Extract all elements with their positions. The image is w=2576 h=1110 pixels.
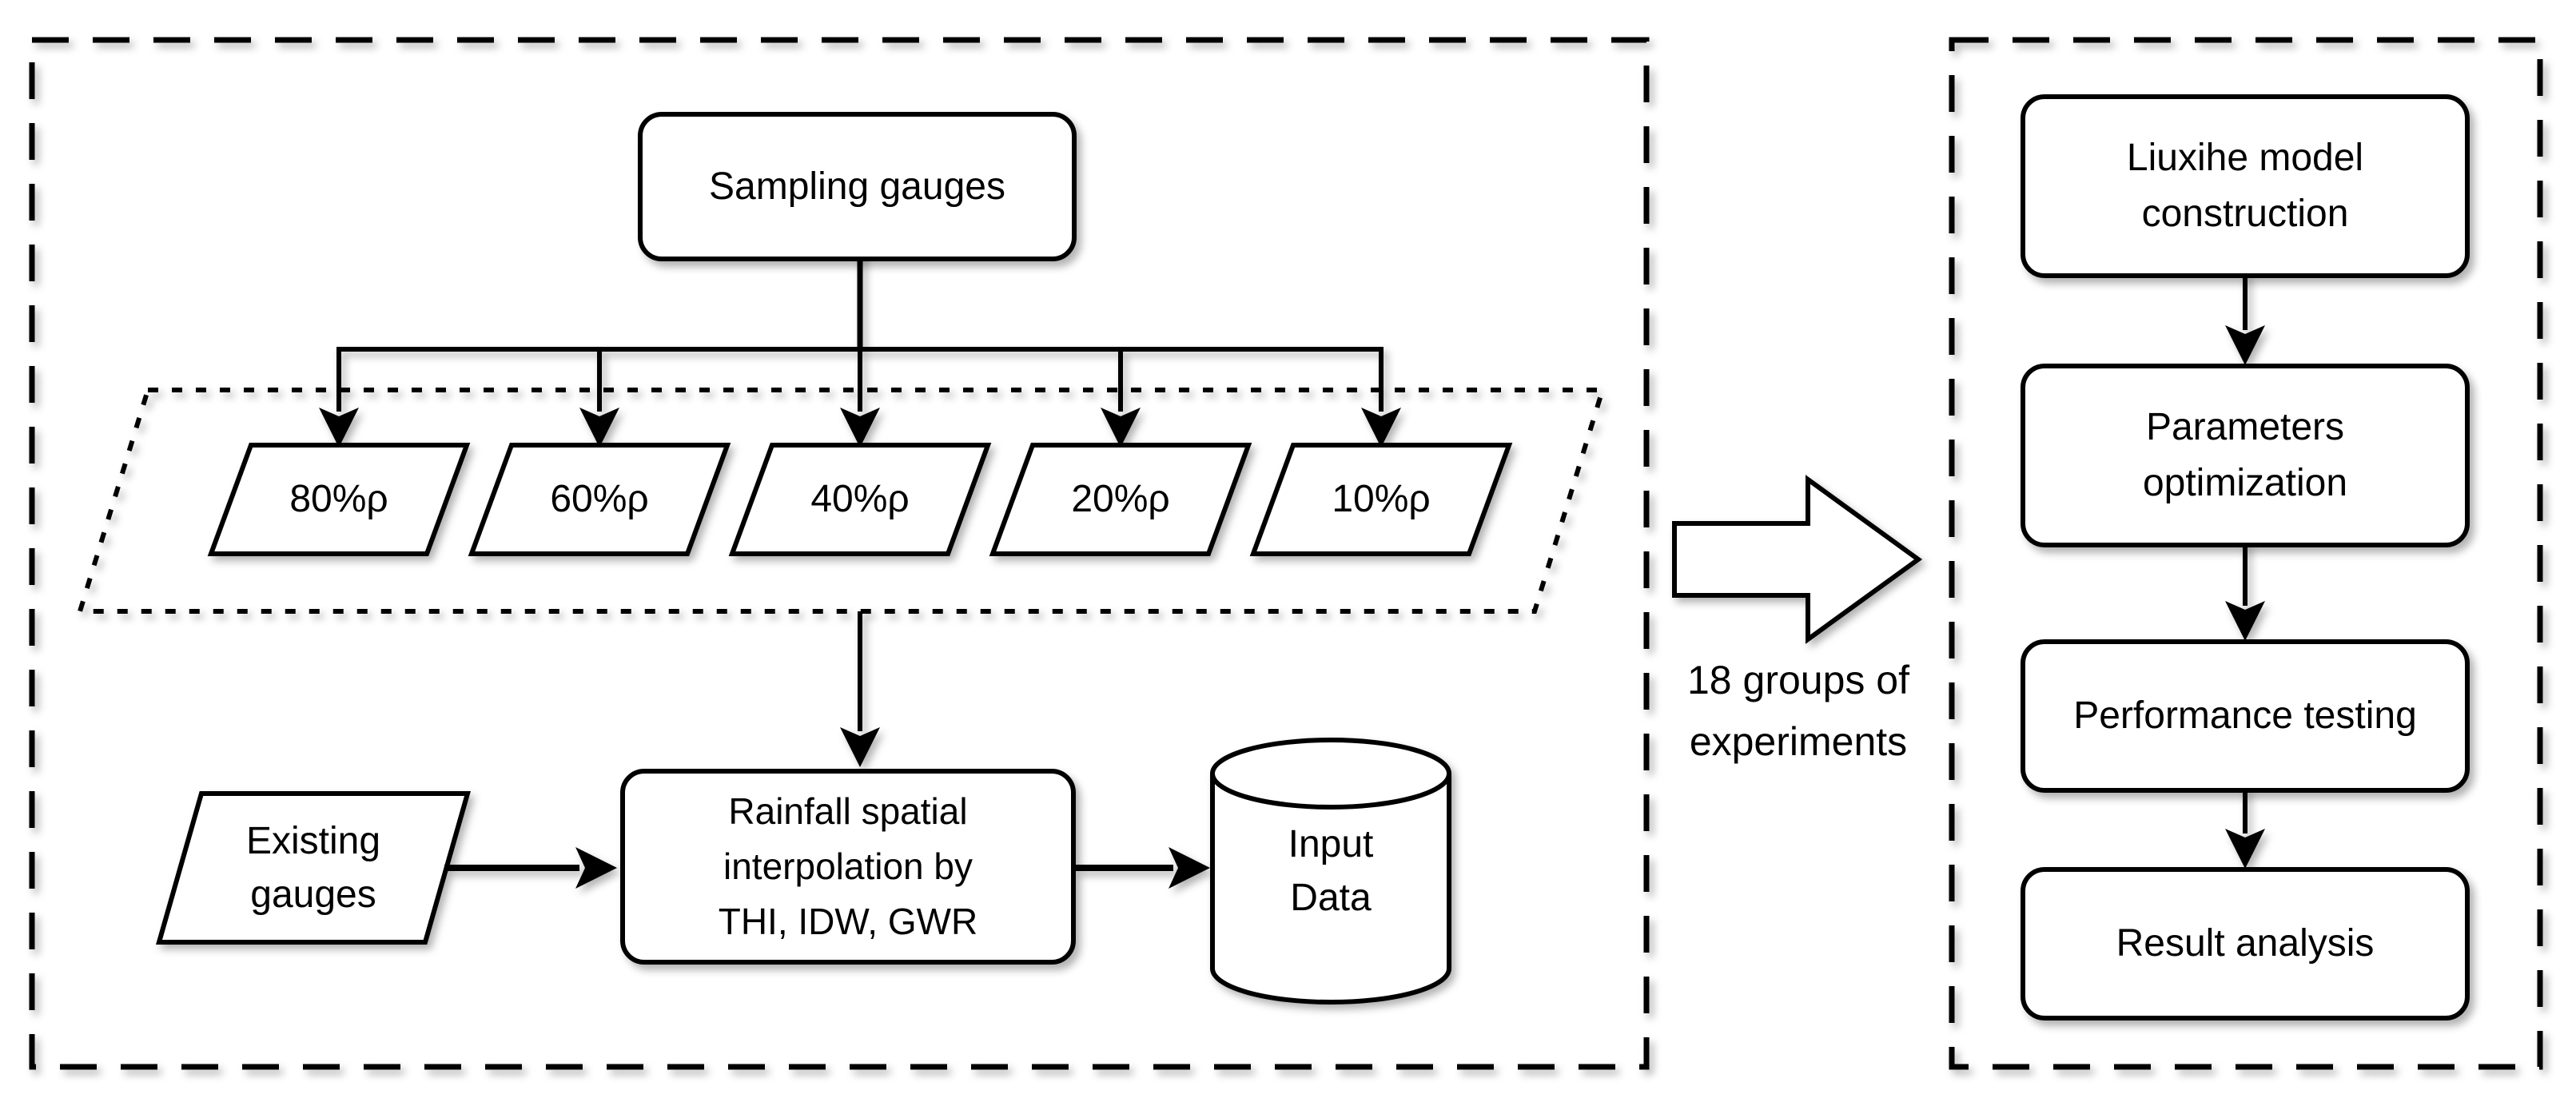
step-performance-testing-label: Performance testing [2073, 694, 2417, 738]
arrowhead-step1-2 [2225, 325, 2265, 365]
step-box-performance-testing: Performance testing [2021, 639, 2470, 793]
arrowhead-branch-10 [1361, 408, 1401, 448]
fraction-60-text: 60%ρ [550, 478, 649, 521]
sample-fraction-shape-80 [207, 443, 471, 556]
step-box-parameters-optimization: Parameters optimization [2021, 364, 2470, 547]
arrowhead-step2-3 [2225, 601, 2265, 641]
step-model-construction-label: Liuxihe model construction [2126, 137, 2364, 235]
step-box-result-analysis: Result analysis [2021, 867, 2470, 1020]
sampling-group-dotted-container [76, 388, 1607, 614]
step-box-model-construction: Liuxihe model construction [2021, 94, 2470, 278]
arrowhead-existing-right [575, 847, 617, 889]
experiments-caption-text: 18 groups of experiments [1687, 657, 1909, 765]
experiments-caption: 18 groups of experiments [1646, 643, 1950, 779]
sample-fraction-label-60: 60%ρ [492, 445, 707, 554]
existing-gauges-text: Existing gauges [245, 819, 381, 916]
sample-fraction-label-40: 40%ρ [752, 445, 968, 554]
arrowhead-branch-40 [840, 408, 880, 448]
existing-gauges-shape [156, 791, 471, 945]
sampling-gauges-label: Sampling gauges [709, 165, 1005, 208]
fraction-40-text: 40%ρ [810, 478, 910, 521]
step-result-analysis-label: Result analysis [2116, 922, 2375, 965]
sampling-gauges-box: Sampling gauges [638, 112, 1077, 261]
interpolation-box: Rainfall spatial interpolation by THI, I… [620, 769, 1076, 965]
right-panel-dashed-border [1949, 37, 2543, 1070]
arrowhead-branch-80 [319, 408, 359, 448]
arrowhead-interp-right [1169, 847, 1210, 889]
sample-fraction-shape-20 [989, 443, 1252, 556]
input-data-cylinder [1210, 774, 1451, 1005]
left-panel-dashed-border [29, 37, 1650, 1070]
sample-fraction-shape-60 [468, 443, 731, 556]
fraction-80-text: 80%ρ [289, 478, 388, 521]
input-data-text: Input Data [1288, 822, 1374, 919]
arrowhead-branch-20 [1101, 408, 1141, 448]
experiments-arrow-shape [1672, 475, 1923, 644]
sample-fraction-label-80: 80%ρ [231, 445, 447, 554]
arrowhead-step3-4 [2225, 829, 2265, 869]
arrowhead-branch-60 [579, 408, 619, 448]
fraction-20-text: 20%ρ [1071, 478, 1170, 521]
fraction-10-text: 10%ρ [1332, 478, 1431, 521]
step-parameters-optimization-label: Parameters optimization [2142, 406, 2348, 504]
sample-fraction-label-20: 20%ρ [1013, 445, 1228, 554]
input-data-label: Input Data [1212, 779, 1449, 963]
existing-gauges-label: Existing gauges [171, 794, 456, 942]
interpolation-label: Rainfall spatial interpolation by THI, I… [718, 790, 978, 942]
arrowhead-container-down [840, 727, 880, 767]
sample-fraction-shape-40 [728, 443, 992, 556]
sample-fraction-label-10: 10%ρ [1273, 445, 1489, 554]
sample-fraction-shape-10 [1249, 443, 1513, 556]
input-data-cylinder-top [1210, 738, 1451, 810]
